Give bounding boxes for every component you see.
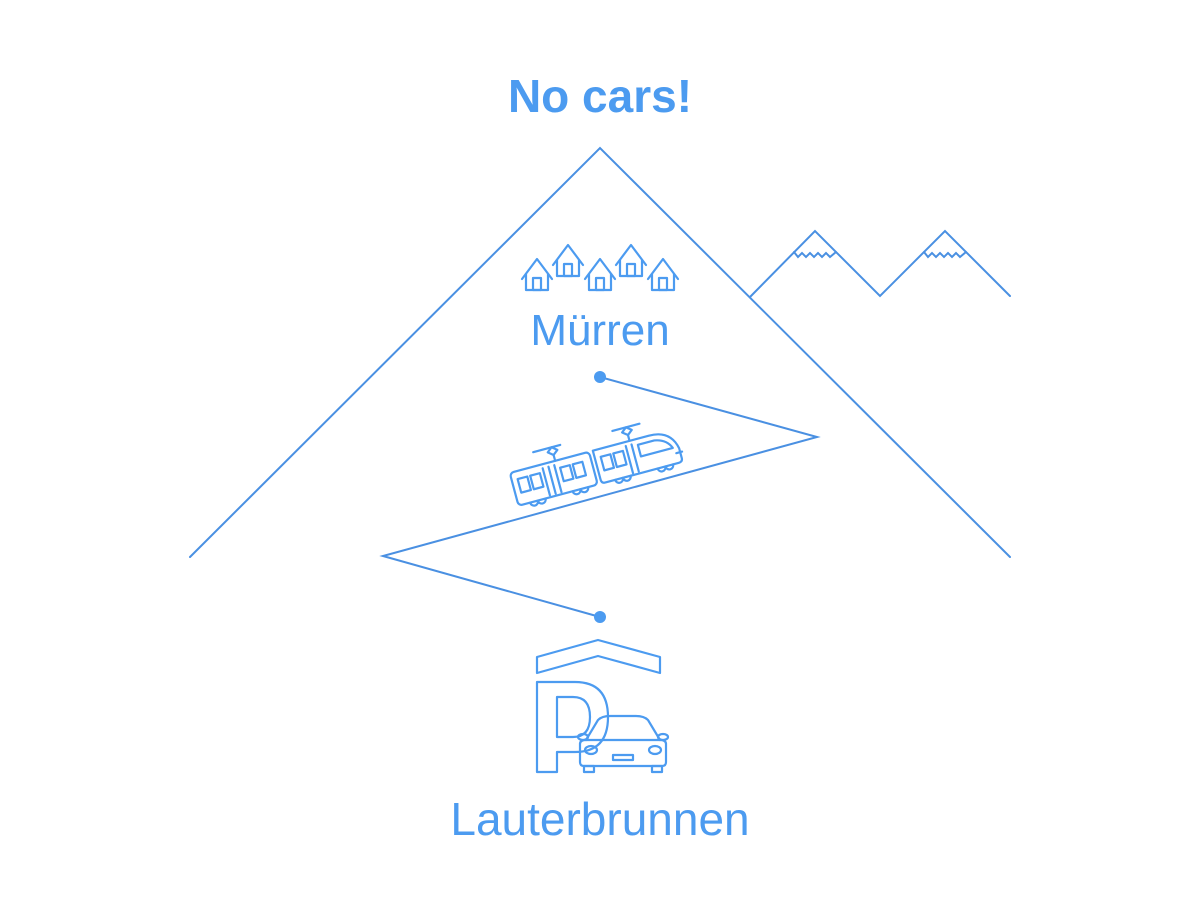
place-label-murren: Mürren bbox=[530, 306, 670, 355]
train-icon bbox=[509, 422, 684, 507]
main-mountain bbox=[189, 146, 1011, 558]
parking-garage-car-icon bbox=[535, 638, 670, 774]
route-path bbox=[379, 371, 821, 623]
murren-station-dot bbox=[594, 371, 606, 383]
lauterbrunnen-station-dot bbox=[594, 611, 606, 623]
place-label-lauterbrunnen: Lauterbrunnen bbox=[450, 793, 750, 845]
snow-capped-mountains-icon bbox=[749, 229, 1011, 298]
page-title: No cars! bbox=[507, 70, 693, 122]
houses-icon bbox=[520, 243, 680, 292]
car-icon bbox=[576, 714, 670, 774]
